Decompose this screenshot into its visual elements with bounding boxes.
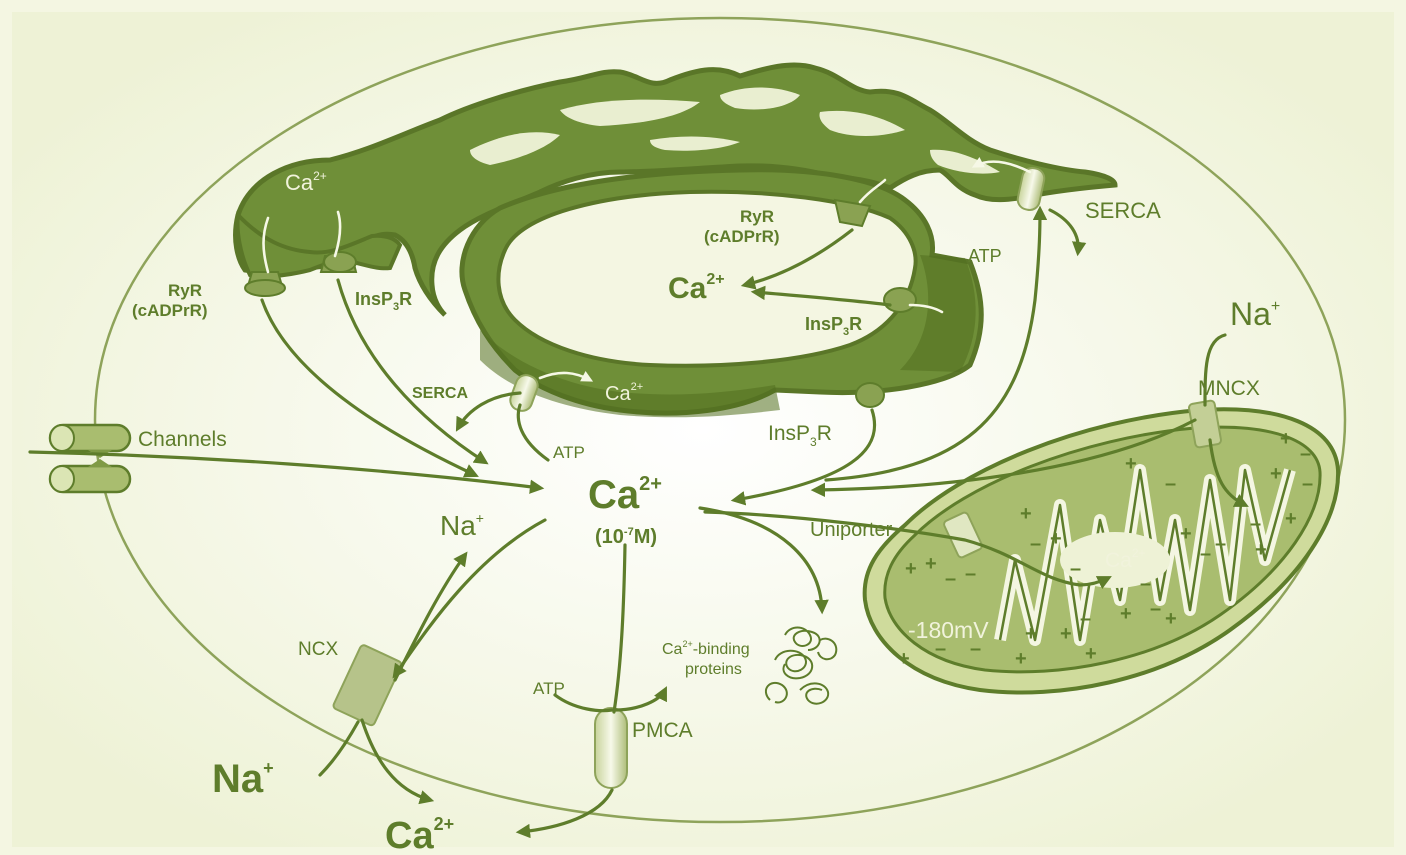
svg-text:–: –: [1250, 513, 1261, 535]
svg-text:–: –: [1080, 608, 1091, 630]
label-pmca: PMCA: [632, 719, 693, 742]
svg-text:+: +: [1020, 503, 1032, 525]
svg-text:–: –: [1215, 533, 1226, 555]
svg-text:+: +: [1050, 528, 1062, 550]
svg-text:–: –: [945, 568, 956, 590]
svg-text:+: +: [1025, 623, 1037, 645]
label-uniporter: Uniporter: [810, 519, 893, 541]
svg-text:+: +: [1180, 523, 1192, 545]
svg-text:–: –: [1030, 533, 1041, 555]
label-ca-binding: Ca2+-binding: [662, 639, 750, 658]
label-ryr-left: RyR: [168, 281, 202, 300]
insp3r-bottom-receptor: [856, 383, 884, 407]
pmca-pump: [595, 708, 627, 788]
svg-text:–: –: [1150, 598, 1161, 620]
label-mncx: MNCX: [1198, 377, 1260, 400]
label-atp-top: ATP: [968, 246, 1002, 266]
label-channels: Channels: [138, 428, 227, 451]
svg-text:+: +: [905, 558, 917, 580]
svg-text:+: +: [1280, 428, 1292, 450]
svg-text:–: –: [965, 563, 976, 585]
svg-text:+: +: [898, 648, 910, 670]
insp3r-center-receptor: [884, 288, 916, 312]
svg-text:+: +: [1125, 453, 1137, 475]
svg-text:–: –: [1140, 573, 1151, 595]
svg-text:+: +: [1120, 603, 1132, 625]
svg-text:–: –: [1165, 473, 1176, 495]
svg-text:+: +: [1060, 623, 1072, 645]
label-serca-left: SERCA: [412, 385, 468, 402]
label-insp3r-bottom: InsP3R: [768, 422, 832, 449]
svg-text:+: +: [1285, 508, 1297, 530]
label-atp-left: ATP: [553, 443, 585, 462]
svg-text:+: +: [1270, 463, 1282, 485]
label-membrane-potential: -180mV: [908, 617, 989, 643]
label-ryr-center: RyR: [740, 207, 774, 226]
label-serca-top: SERCA: [1085, 198, 1161, 223]
svg-text:–: –: [1302, 473, 1313, 495]
svg-text:+: +: [1255, 539, 1267, 561]
svg-text:–: –: [1200, 543, 1211, 565]
label-cadprr-center: (cADPrR): [704, 227, 780, 246]
svg-text:+: +: [1165, 608, 1177, 630]
svg-text:+: +: [1015, 648, 1027, 670]
label-cadprr-left: (cADPrR): [132, 301, 208, 320]
svg-text:–: –: [1070, 558, 1081, 580]
svg-text:+: +: [925, 553, 937, 575]
svg-text:+: +: [1085, 643, 1097, 665]
svg-text:–: –: [1300, 443, 1311, 465]
label-ncx: NCX: [298, 639, 338, 660]
label-atp-pmca: ATP: [533, 679, 565, 698]
label-proteins: proteins: [685, 661, 742, 678]
